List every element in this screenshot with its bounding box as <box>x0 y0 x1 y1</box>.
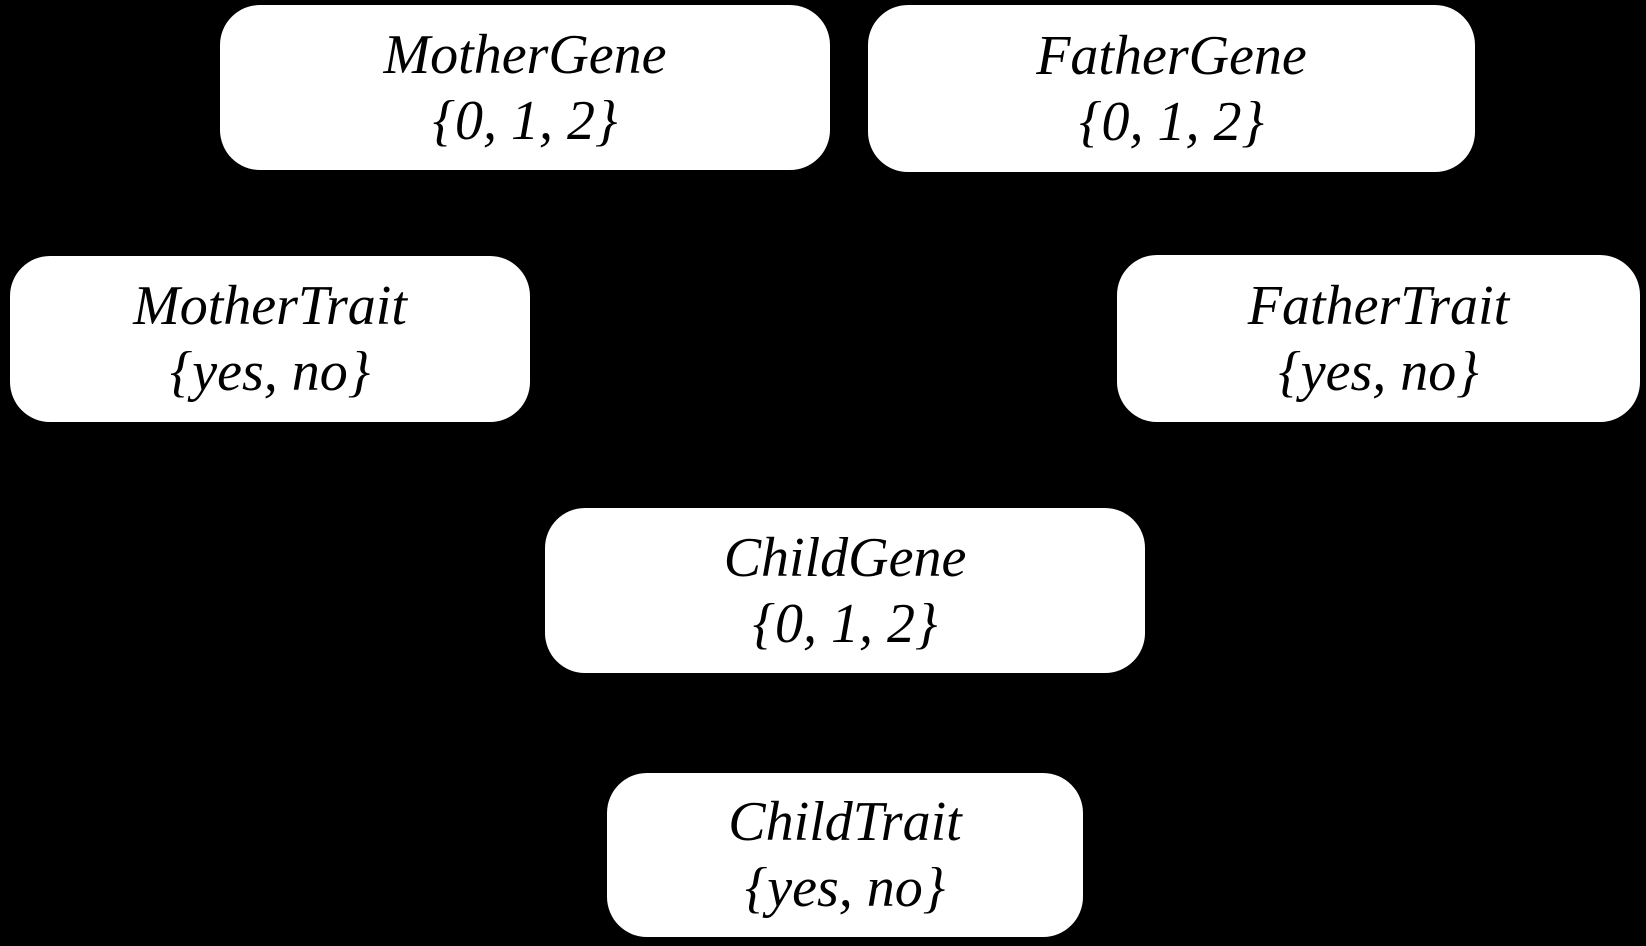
node-values: {yes, no} <box>1278 340 1479 403</box>
node-title: MotherGene <box>383 23 667 86</box>
node-father-trait: FatherTrait {yes, no} <box>1117 255 1640 422</box>
node-values: {yes, no} <box>744 857 946 919</box>
node-father-gene: FatherGene {0, 1, 2} <box>868 5 1475 172</box>
node-values: {0, 1, 2} <box>752 592 938 655</box>
node-mother-gene: MotherGene {0, 1, 2} <box>220 5 830 170</box>
node-child-trait: ChildTrait {yes, no} <box>607 773 1083 937</box>
node-title: ChildTrait <box>728 791 962 853</box>
node-title: MotherTrait <box>133 275 407 337</box>
node-title: FatherTrait <box>1247 274 1510 337</box>
node-child-gene: ChildGene {0, 1, 2} <box>545 508 1145 673</box>
node-values: {0, 1, 2} <box>1079 90 1264 153</box>
node-values: {0, 1, 2} <box>432 89 618 152</box>
node-mother-trait: MotherTrait {yes, no} <box>10 256 530 422</box>
node-title: ChildGene <box>723 526 967 589</box>
node-values: {yes, no} <box>169 341 371 403</box>
node-title: FatherGene <box>1036 24 1307 87</box>
